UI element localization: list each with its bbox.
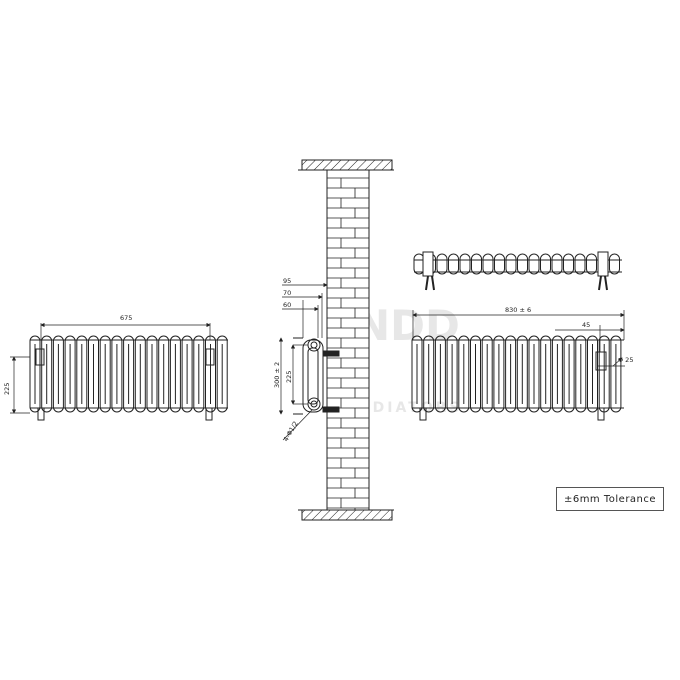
radiator-column	[169, 335, 181, 413]
radiator-column	[205, 335, 216, 413]
side-height-dimensions	[278, 337, 313, 441]
radiator-top-column	[471, 253, 482, 275]
radiator-column	[587, 335, 598, 413]
radiator-top-column	[528, 253, 540, 275]
radiator-column	[111, 335, 123, 413]
radiator-column	[99, 335, 111, 413]
front-width-label: 675	[120, 314, 132, 322]
front-height-label: 225	[3, 383, 11, 395]
right-dimensions	[412, 310, 625, 367]
radiator-column	[134, 335, 146, 413]
top-view	[413, 251, 622, 291]
wall-section	[298, 159, 394, 521]
radiator-column	[493, 335, 505, 413]
radiator-column	[41, 335, 53, 413]
radiator-column	[528, 335, 540, 413]
centers-label: 830 ± 6	[505, 306, 531, 314]
height-total-label: 300 ± 2	[273, 362, 281, 388]
radiator-column	[434, 335, 446, 413]
radiator-column	[411, 335, 423, 413]
radiator-top-column	[540, 253, 551, 275]
radiator-column	[505, 335, 517, 413]
svg-text:NDD: NDD	[355, 301, 460, 350]
radiator-top-column	[494, 253, 505, 275]
radiator-top-column	[563, 253, 574, 275]
radiator-top-column	[505, 253, 517, 275]
valve-size-label: Φ 25	[618, 356, 633, 364]
radiator-column	[29, 335, 41, 413]
radiator-columns-right	[411, 335, 622, 413]
radiator-column	[216, 335, 228, 413]
brick-pattern	[327, 177, 369, 510]
radiator-top-column	[574, 253, 586, 275]
radiator-column	[598, 335, 610, 413]
radiator-column	[193, 335, 205, 413]
radiator-column	[446, 335, 458, 413]
radiator-column	[423, 335, 435, 413]
radiator-columns	[29, 335, 228, 413]
tolerance-label: ±6mm Tolerance	[563, 493, 657, 505]
radiator-column	[470, 335, 481, 413]
radiator-top-column	[551, 253, 563, 275]
side-depth-dimensions	[282, 282, 328, 338]
offset-label: 45	[582, 321, 590, 329]
radiator-column	[575, 335, 587, 413]
radiator-top-column	[586, 253, 597, 275]
front-view-left	[29, 335, 228, 421]
radiator-top-column	[609, 253, 620, 275]
radiator-column	[181, 335, 193, 413]
depth-inner-label: 60	[283, 301, 291, 309]
depth-mid-label: 70	[283, 289, 291, 297]
radiator-top-columns	[413, 253, 620, 275]
radiator-column	[551, 335, 563, 413]
radiator-column	[146, 335, 158, 413]
radiator-column	[76, 335, 88, 413]
tolerance-note: ±6mm Tolerance	[556, 487, 664, 511]
front-height-dimension	[10, 356, 30, 414]
radiator-top-column	[459, 253, 471, 275]
depth-outer-label: 95	[283, 277, 291, 285]
radiator-top-column	[482, 253, 494, 275]
radiator-column	[610, 335, 622, 413]
pipe-size-label: 4-Φ1/2	[282, 420, 300, 443]
radiator-top-column	[517, 253, 528, 275]
radiator-column	[64, 335, 76, 413]
radiator-top-column	[448, 253, 459, 275]
front-view-right	[411, 335, 624, 421]
radiator-column	[52, 335, 64, 413]
radiator-column	[123, 335, 135, 413]
radiator-column	[516, 335, 528, 413]
radiator-top-column	[436, 253, 448, 275]
radiator-column	[458, 335, 470, 413]
radiator-column	[563, 335, 575, 413]
height-centers-label: 225	[285, 371, 293, 383]
radiator-column	[158, 335, 170, 413]
radiator-column	[88, 335, 99, 413]
front-width-dimension	[40, 322, 211, 340]
radiator-column	[540, 335, 552, 413]
radiator-column	[481, 335, 493, 413]
